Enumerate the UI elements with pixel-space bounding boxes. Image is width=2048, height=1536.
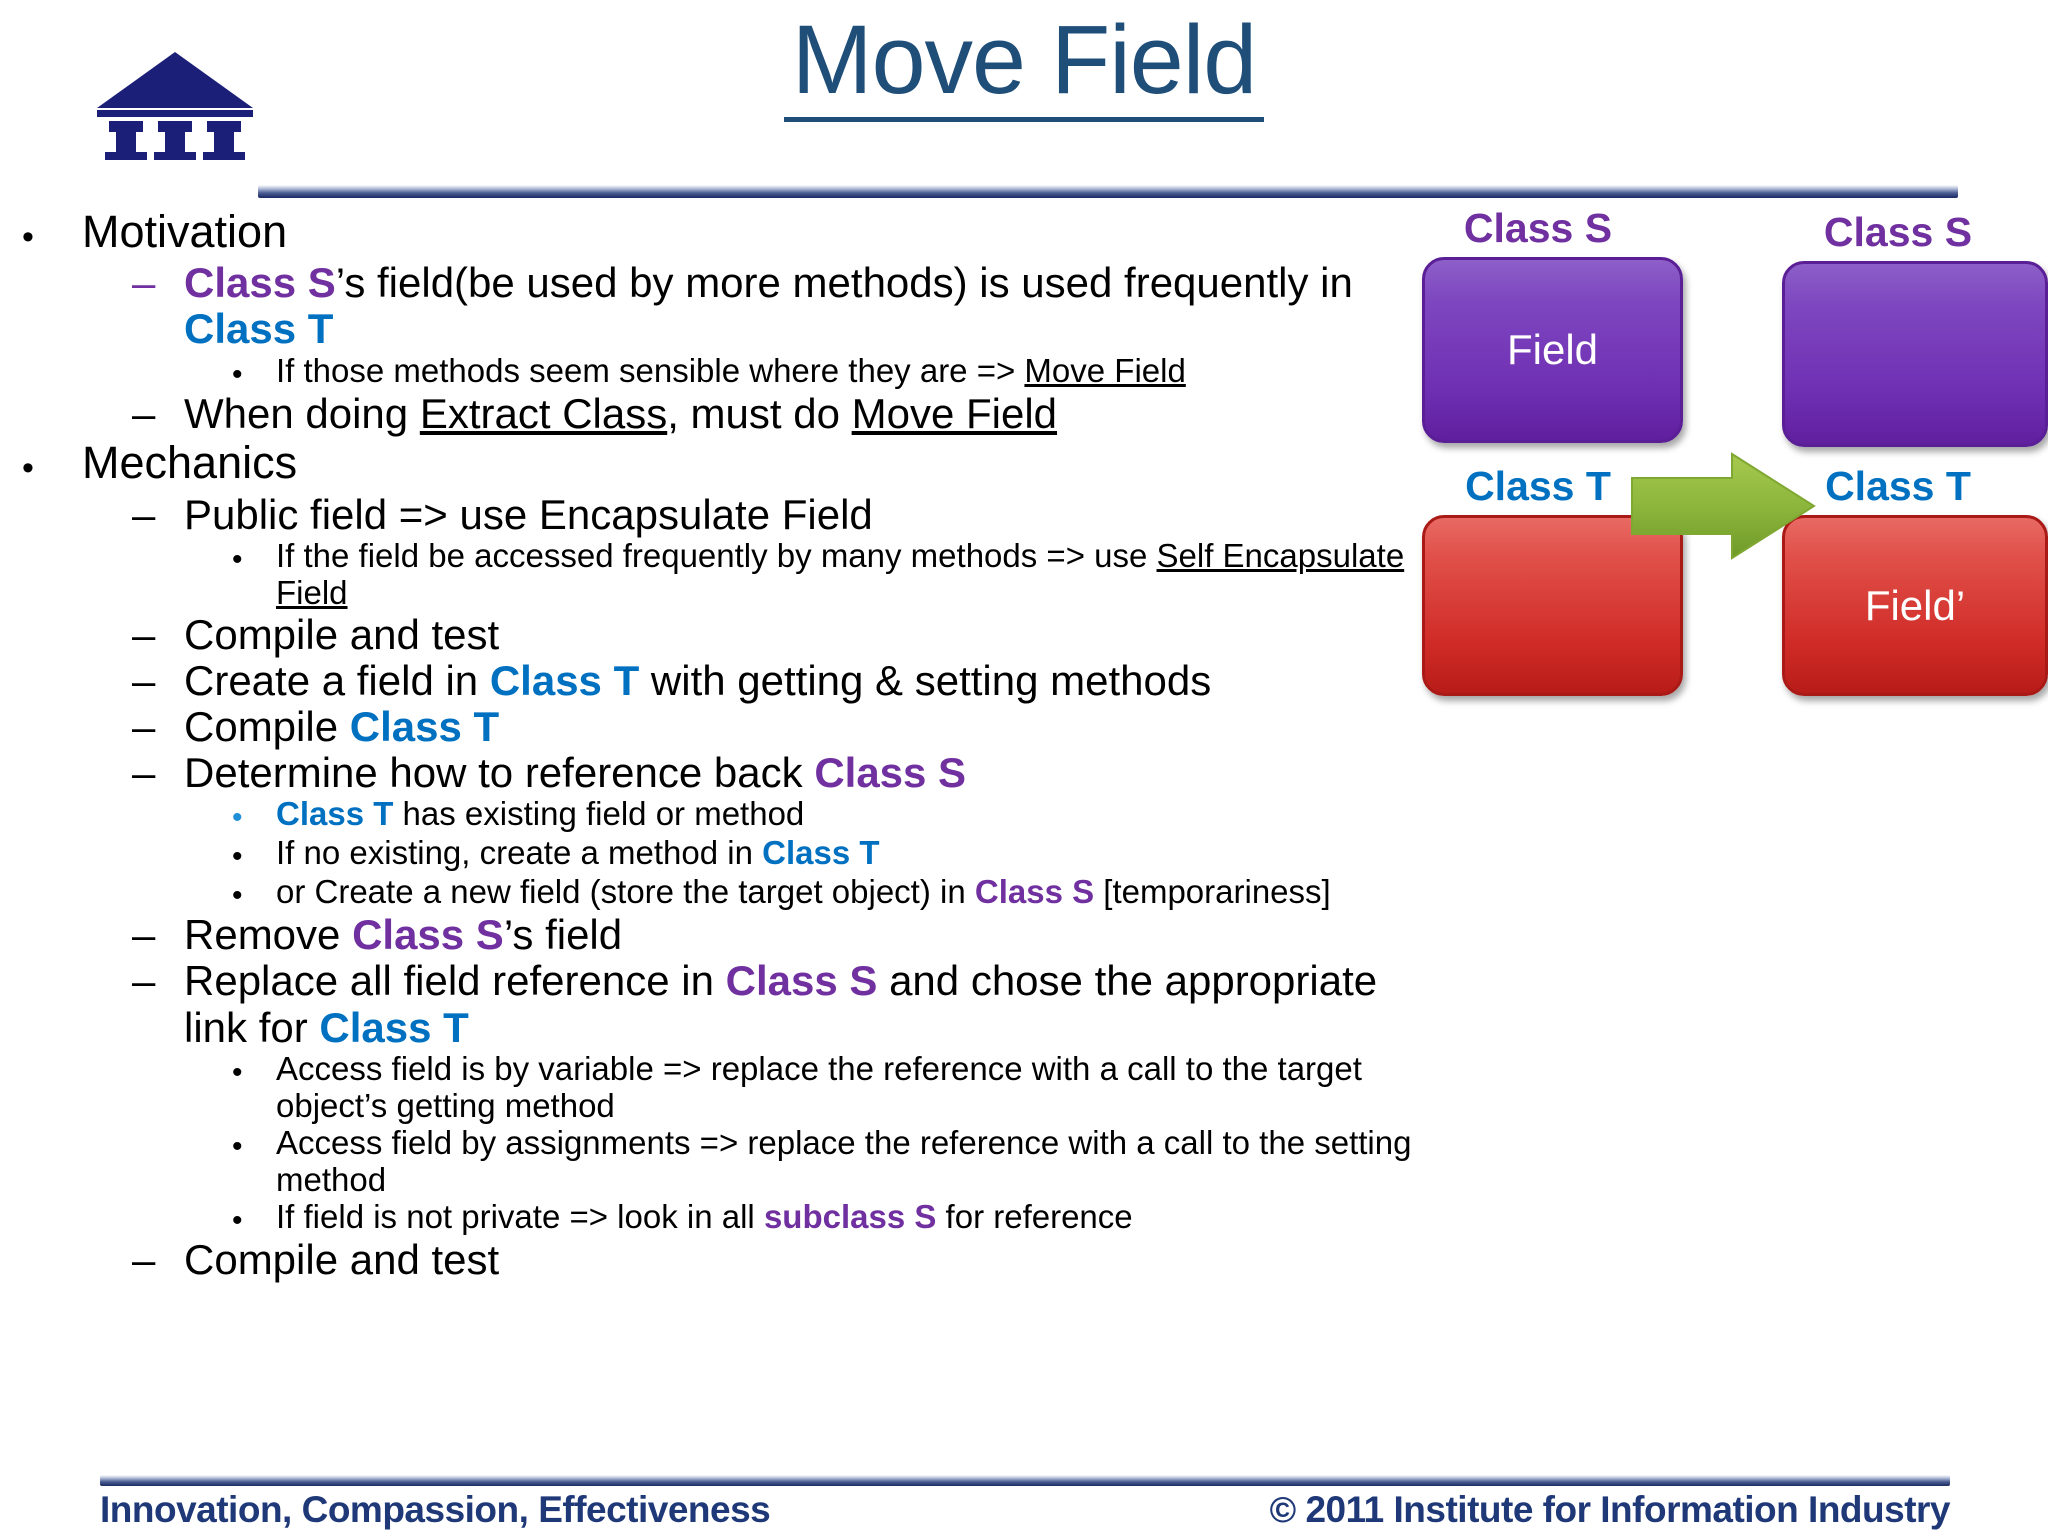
institute-building-logo-icon [95,48,255,160]
bullet-marker: – [132,490,156,538]
page-title-text: Move Field [783,9,1265,122]
bullet-marker: – [132,957,156,1005]
bullet-marker: – [132,610,156,658]
bullet-marker: • [232,542,243,576]
bullet-determine-reference-back-class-s: –Determine how to reference back Class S [10,749,1430,797]
bullet-access-field-by-variable: • Access field is by variable => replace … [10,1049,1430,1125]
bullet-compile-class-t-text: Compile Class T [184,703,500,750]
bullet-replace-all-field-reference: –Replace all field reference in Class S … [10,957,1430,1051]
bullet-motivation-text: Motivation [82,206,288,257]
bullet-methods-sensible-move-field: • If those methods seem sensible where th… [10,351,1430,392]
bullet-marker: – [132,656,156,704]
bullet-create-new-field-store-target-text: or Create a new field (store the target … [276,872,1331,910]
page-title: Move Field [0,9,2048,122]
bullet-marker: – [132,1236,156,1284]
bullet-create-field-in-class-t: –Create a field in Class T with getting … [10,656,1430,704]
diagram-after-class-t-field: Field’ [1864,581,1966,629]
bullet-marker: – [132,749,156,797]
bullet-access-field-by-assignments: • Access field by assignments => replace … [10,1123,1430,1199]
bullet-marker: • [232,1129,243,1163]
footer-copyright: © 2011 Institute for Information Industr… [1269,1489,1951,1531]
bullet-marker: • [22,218,34,256]
bullet-marker: • [22,449,34,488]
bullet-marker: • [232,357,243,391]
bullet-self-encapsulate-field: • If the field be accessed frequently by … [10,536,1430,612]
bullet-remove-class-s-field: –Remove Class S’s field [10,911,1430,959]
diagram-after-class-s-box [1782,261,2048,447]
copyright-icon: © [1269,1489,1297,1530]
bullet-class-s-field-used-frequently: –Class S’s field(be used by more methods… [10,259,1430,353]
footer-copyright-text: 2011 Institute for Information Industry [1305,1489,1950,1530]
bullet-compile-class-t: –Compile Class T [10,703,1430,750]
bullet-access-field-by-variable-text: Access field is by variable => replace t… [276,1049,1362,1124]
bullet-marker: – [132,259,156,307]
bullet-field-not-private-subclass-text: If field is not private => look in all s… [276,1197,1133,1235]
footer-slogan: Innovation, Compassion, Effectiveness [100,1489,771,1530]
diagram-after-class-t-caption: Class T [1825,463,1971,509]
diagram-before-class-t-box [1422,515,1683,696]
diagram-after-class-t-box: Field’ [1782,515,2048,696]
bullet-marker: • [232,1055,243,1089]
bullet-create-field-in-class-t-text: Create a field in Class T with getting &… [184,656,1212,704]
footer-divider [100,1475,1950,1486]
bullet-class-t-has-existing-field-text: Class T has existing field or method [276,795,805,833]
bullet-public-field-encapsulate-text: Public field => use Encapsulate Field [184,490,873,538]
bullet-marker: • [232,801,243,835]
bullet-marker: • [232,878,243,912]
bullet-determine-reference-back-class-s-text: Determine how to reference back Class S [184,749,967,797]
bullet-compile-and-test-1-text: Compile and test [184,610,500,658]
bullet-mechanics: • Mechanics [10,437,1430,489]
bullet-extract-class-must-move-field: –When doing Extract Class, must do Move … [10,390,1430,438]
bullet-marker: – [132,911,156,959]
bullet-remove-class-s-field-text: Remove Class S’s field [184,911,623,959]
bullet-if-no-existing-create-method-text: If no existing, create a method in Class… [276,833,880,871]
bullet-compile-and-test-1: –Compile and test [10,610,1430,658]
bullet-public-field-encapsulate: –Public field => use Encapsulate Field [10,490,1430,538]
bullet-class-s-field-used-frequently-text: Class S’s field(be used by more methods)… [184,259,1353,353]
bullet-self-encapsulate-field-text: If the field be accessed frequently by m… [276,536,1405,611]
move-field-diagram: Class S Field Class S Class T Class T Fi… [1400,205,2048,845]
bullet-field-not-private-subclass: • If field is not private => look in all … [10,1197,1430,1238]
bullet-class-t-has-existing-field: • Class T has existing field or method [10,795,1430,835]
bullet-methods-sensible-move-field-text: If those methods seem sensible where the… [276,351,1186,389]
bullet-replace-all-field-reference-text: Replace all field reference in Class S a… [184,957,1378,1051]
bullet-if-no-existing-create-method: • If no existing, create a method in Clas… [10,833,1430,874]
diagram-before-class-s-box: Field [1422,257,1683,443]
diagram-before-class-s-caption: Class S [1463,205,1613,251]
bullet-mechanics-text: Mechanics [82,437,298,489]
bullet-extract-class-must-move-field-text: When doing Extract Class, must do Move F… [184,390,1058,438]
outline-list: •Motivation–Class S’s field(be used by m… [10,206,1430,1283]
bullet-motivation: • Motivation [10,206,1430,258]
bullet-marker: • [232,1203,243,1237]
diagram-after-class-s-caption: Class S [1823,209,1973,255]
header-divider [258,185,1958,198]
right-arrow-icon [1628,450,1818,565]
bullet-marker: – [132,390,156,438]
bullet-marker: – [132,703,156,750]
bullet-marker: • [232,839,243,873]
diagram-before-class-t-caption: Class T [1465,463,1611,509]
bullet-access-field-by-assignments-text: Access field by assignments => replace t… [276,1123,1412,1198]
diagram-before-class-s-field: Field [1506,326,1599,373]
bullet-create-new-field-store-target: • or Create a new field (store the target… [10,872,1430,913]
bullet-compile-and-test-2-text: Compile and test [184,1236,500,1284]
bullet-compile-and-test-2: –Compile and test [10,1236,1430,1284]
